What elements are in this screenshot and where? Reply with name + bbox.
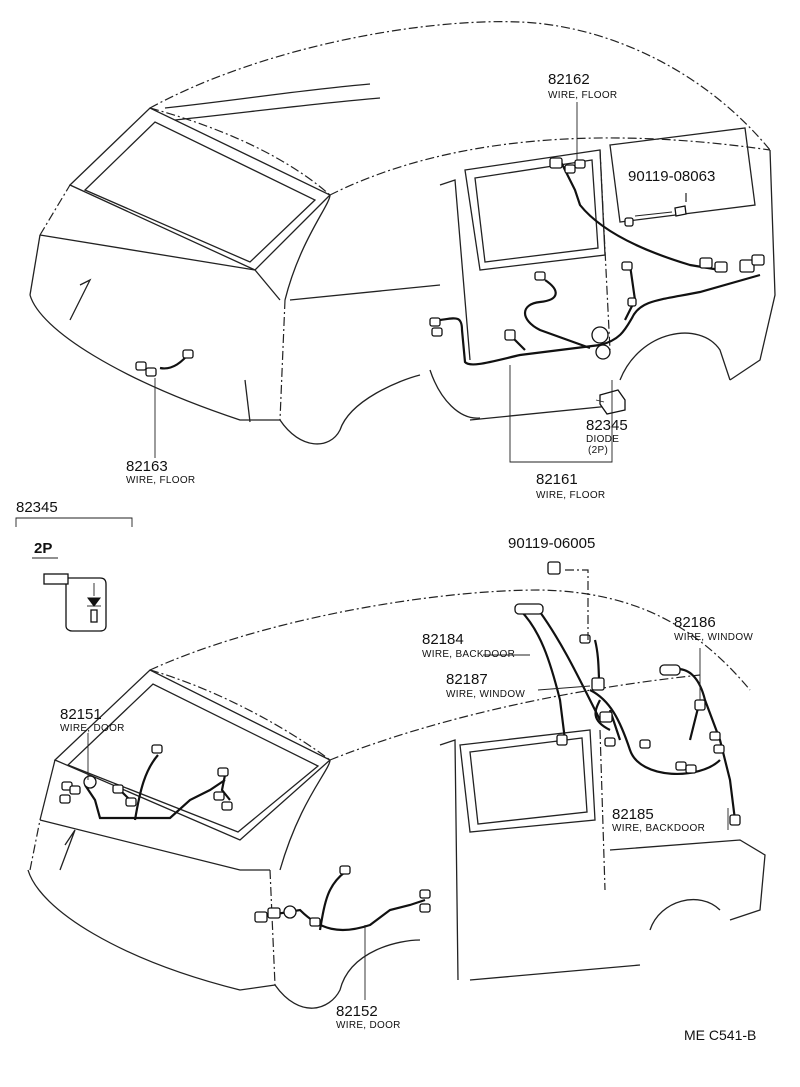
part-desc-82185: WIRE, BACKDOOR [612, 823, 705, 834]
legend-part-number: 82345 [16, 499, 58, 516]
callout-82185: 82185 WIRE, BACKDOOR [612, 806, 705, 834]
callout-82163: 82163 WIRE, FLOOR [126, 458, 195, 486]
diode-tab-icon [43, 573, 69, 585]
callout-82184: 82184 WIRE, BACKDOOR [422, 631, 515, 660]
part-number-82162: 82162 [548, 71, 590, 88]
legend-82345: 82345 2P [15, 499, 133, 632]
part-number-82345: 82345 [586, 417, 628, 434]
part-number-82151: 82151 [60, 706, 102, 723]
leader-lines-top [154, 102, 687, 463]
callout-82162: 82162 WIRE, FLOOR [548, 71, 617, 101]
connectors-bottom [59, 561, 741, 927]
part-number-82152: 82152 [336, 1003, 378, 1020]
part-desc-82187: WIRE, WINDOW [446, 689, 525, 700]
part-number-82185: 82185 [612, 806, 654, 823]
part-number-90119-08063: 90119-08063 [628, 168, 715, 185]
diode-connector [595, 389, 626, 415]
wire-harness-bottom [84, 609, 737, 932]
callout-90119-06005: 90119-06005 [508, 535, 595, 552]
diode-symbol-icon [87, 583, 101, 623]
part-desc-82345: DIODE [586, 434, 619, 445]
part-desc-82161: WIRE, FLOOR [536, 490, 605, 501]
part-desc2-82345: (2P) [588, 445, 608, 456]
part-desc-82162: WIRE, FLOOR [548, 90, 617, 101]
leader-lines-bottom [87, 569, 729, 1000]
part-desc-82186: WIRE, WINDOW [674, 632, 753, 643]
part-number-82187: 82187 [446, 671, 488, 688]
callout-82151: 82151 WIRE, DOOR [60, 706, 125, 734]
part-number-82184: 82184 [422, 631, 464, 648]
diagram-code: ME C541-B [684, 1027, 756, 1043]
callout-90119-08063: 90119-08063 [628, 168, 715, 185]
van-bottom-illustration [27, 589, 766, 1009]
part-desc-82184: WIRE, BACKDOOR [422, 649, 515, 660]
callout-82186: 82186 WIRE, WINDOW [674, 614, 753, 643]
part-number-90119-06005: 90119-06005 [508, 535, 595, 552]
callout-82187: 82187 WIRE, WINDOW [446, 671, 525, 700]
legend-pin-label: 2P [34, 540, 52, 557]
part-desc-82151: WIRE, DOOR [60, 723, 125, 734]
part-number-82163: 82163 [126, 458, 168, 475]
part-desc-82163: WIRE, FLOOR [126, 475, 195, 486]
connectors-top [135, 157, 765, 377]
part-desc-82152: WIRE, DOOR [336, 1020, 401, 1031]
floor-wire-harness-top [159, 159, 761, 370]
part-number-82186: 82186 [674, 614, 716, 631]
diode-body-icon [65, 577, 107, 632]
van-top-illustration [29, 21, 776, 445]
part-number-82161: 82161 [536, 471, 578, 488]
callout-82161: 82161 WIRE, FLOOR [536, 471, 605, 501]
callout-82152: 82152 WIRE, DOOR [336, 1003, 401, 1031]
callout-82345-diode: 82345 DIODE (2P) [586, 417, 628, 456]
